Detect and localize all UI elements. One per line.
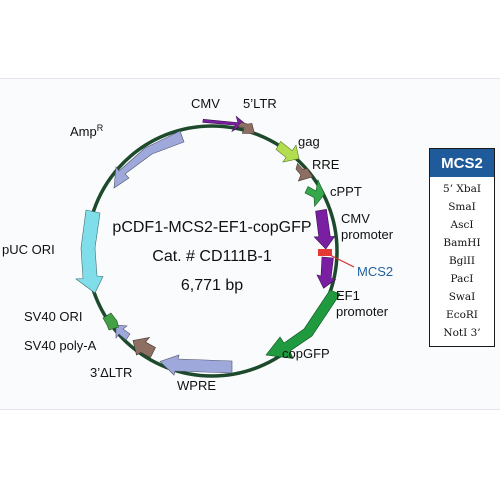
- mcs2-site-item: NotI 3’: [443, 327, 481, 339]
- mcs2-site-item: EcoRI: [446, 309, 478, 321]
- label-5ltr: 5’LTR: [243, 96, 277, 111]
- mcs2-site-item: SmaI: [448, 201, 476, 213]
- mcs2-site-list: MCS2 5’ XbaI SmaI AscI BamHI BglII PacI …: [429, 148, 495, 347]
- label-cmv-promoter-line2: promoter: [341, 227, 394, 242]
- gag-arrow: [275, 141, 300, 163]
- ltr5-arrow: [236, 121, 255, 134]
- cmv-promoter-arrow: [313, 209, 336, 250]
- label-cmv: CMV: [191, 96, 220, 111]
- ltr3-arrow: [132, 337, 156, 358]
- label-ampr-sup: R: [97, 123, 104, 133]
- rre-arrow: [295, 163, 314, 182]
- ef1-promoter-arrow: [316, 256, 337, 289]
- label-cmv-promoter: CMV promoter: [341, 211, 394, 242]
- mcs2-site-item: 5’ XbaI: [443, 183, 481, 195]
- plasmid-size: 6,771 bp: [181, 277, 243, 294]
- mcs2-callout-line: [329, 254, 355, 268]
- mcs2-sites: 5’ XbaI SmaI AscI BamHI BglII PacI SwaI …: [430, 177, 494, 342]
- plasmid-catalog: Cat. # CD111B-1: [152, 248, 272, 265]
- label-puc-ori: pUC ORI: [2, 242, 55, 257]
- wpre-arrow: [159, 354, 233, 376]
- label-ampr-main: Amp: [70, 124, 97, 139]
- label-3ltr: 3’ΔLTR: [90, 365, 132, 380]
- mcs2-header: MCS2: [430, 149, 494, 177]
- label-sv40-polya: SV40 poly-A: [24, 338, 97, 353]
- copgfp-arrow: [265, 289, 341, 359]
- ampr-arrow: [113, 130, 185, 189]
- plasmid-name: pCDF1-MCS2-EF1-copGFP: [112, 219, 311, 236]
- mcs2-site-item: AscI: [450, 219, 474, 231]
- label-cppt: cPPT: [330, 184, 362, 199]
- mcs2-site-item: PacI: [450, 273, 474, 285]
- sv40-polya-arrow: [115, 324, 131, 341]
- mcs2-site-item: SwaI: [448, 291, 476, 303]
- mcs2-site-item: BglII: [448, 255, 476, 267]
- label-rre: RRE: [312, 157, 340, 172]
- puc-ori-arrow: [75, 209, 104, 294]
- cmv-arrow: [202, 115, 246, 133]
- label-sv40-ori: SV40 ORI: [24, 309, 83, 324]
- label-wpre: WPRE: [177, 378, 216, 393]
- sv40-ori-arrow: [102, 312, 119, 331]
- label-ef1-line2: promoter: [336, 304, 389, 319]
- label-copgfp: copGFP: [282, 346, 330, 361]
- mcs2-site: [318, 249, 332, 256]
- mcs2-site-item: BamHI: [443, 237, 481, 249]
- label-cmv-promoter-line1: CMV: [341, 211, 370, 226]
- label-mcs2: MCS2: [357, 264, 393, 279]
- label-ampr: AmpR: [70, 123, 104, 139]
- label-gag: gag: [298, 134, 320, 149]
- cppt-arrow: [304, 179, 325, 208]
- label-ef1-promoter: EF1 promoter: [336, 288, 389, 319]
- label-ef1-line1: EF1: [336, 288, 360, 303]
